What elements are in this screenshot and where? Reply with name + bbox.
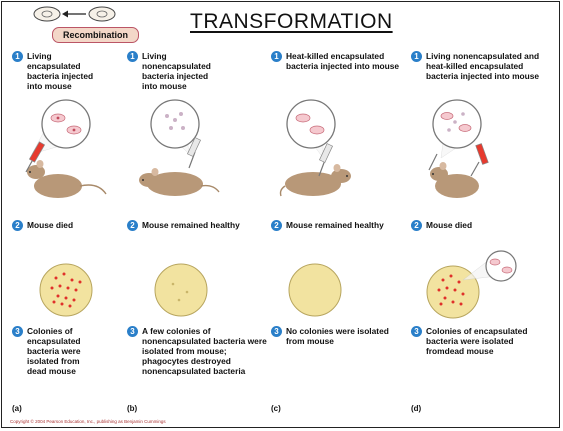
step-badge-1: 1: [271, 51, 282, 62]
step-badge-2: 2: [12, 220, 23, 231]
step-3-text: Colonies of encapsulated bacteria were i…: [426, 326, 544, 356]
injection-mouse-illustration: [413, 98, 543, 198]
injection-mouse-illustration: [129, 98, 259, 198]
step-2-text: Mouse remained healthy: [286, 220, 410, 230]
column-d: 1 Living nonencapsulated and heat-killed…: [411, 0, 551, 431]
step-1-text: Heat-killed encapsulated bacteria inject…: [286, 51, 404, 71]
step-badge-2: 2: [127, 220, 138, 231]
step-badge-2: 2: [271, 220, 282, 231]
step-badge-3: 3: [12, 326, 23, 337]
step-badge-3: 3: [271, 326, 282, 337]
step-3-text: A few colonies of nonencapsulated bacter…: [142, 326, 268, 376]
column-c: 1 Heat-killed encapsulated bacteria inje…: [271, 0, 411, 431]
panel-label: (a): [12, 404, 22, 413]
copyright-text: Copyright © 2004 Pearson Education, Inc.…: [10, 419, 166, 424]
step-2-text: Mouse died: [426, 220, 550, 230]
petri-dish-few-colonies: [153, 262, 209, 318]
step-3-text: No colonies were isolated from mouse: [286, 326, 408, 346]
step-2-text: Mouse remained healthy: [142, 220, 266, 230]
step-badge-2: 2: [411, 220, 422, 231]
panel-label: (d): [411, 404, 421, 413]
petri-dish-colonies-with-magnifier: [423, 250, 533, 320]
column-b: 1 Living nonencapsulated bacteria inject…: [127, 0, 267, 431]
step-3-text: Colonies of encapsulated bacteria were i…: [27, 326, 99, 376]
panel-label: (b): [127, 404, 137, 413]
step-badge-1: 1: [411, 51, 422, 62]
panel-label: (c): [271, 404, 281, 413]
step-badge-1: 1: [127, 51, 138, 62]
step-1-text: Living nonencapsulated and heat-killed e…: [426, 51, 546, 81]
step-badge-3: 3: [127, 326, 138, 337]
injection-mouse-illustration: [14, 98, 144, 198]
step-badge-3: 3: [411, 326, 422, 337]
petri-dish-many-colonies: [38, 262, 94, 318]
step-1-text: Living nonencapsulated bacteria injected…: [142, 51, 222, 91]
step-badge-1: 1: [12, 51, 23, 62]
step-1-text: Living encapsulated bacteria injected in…: [27, 51, 107, 91]
injection-mouse-illustration: [273, 98, 403, 198]
petri-dish-no-colonies: [287, 262, 343, 318]
